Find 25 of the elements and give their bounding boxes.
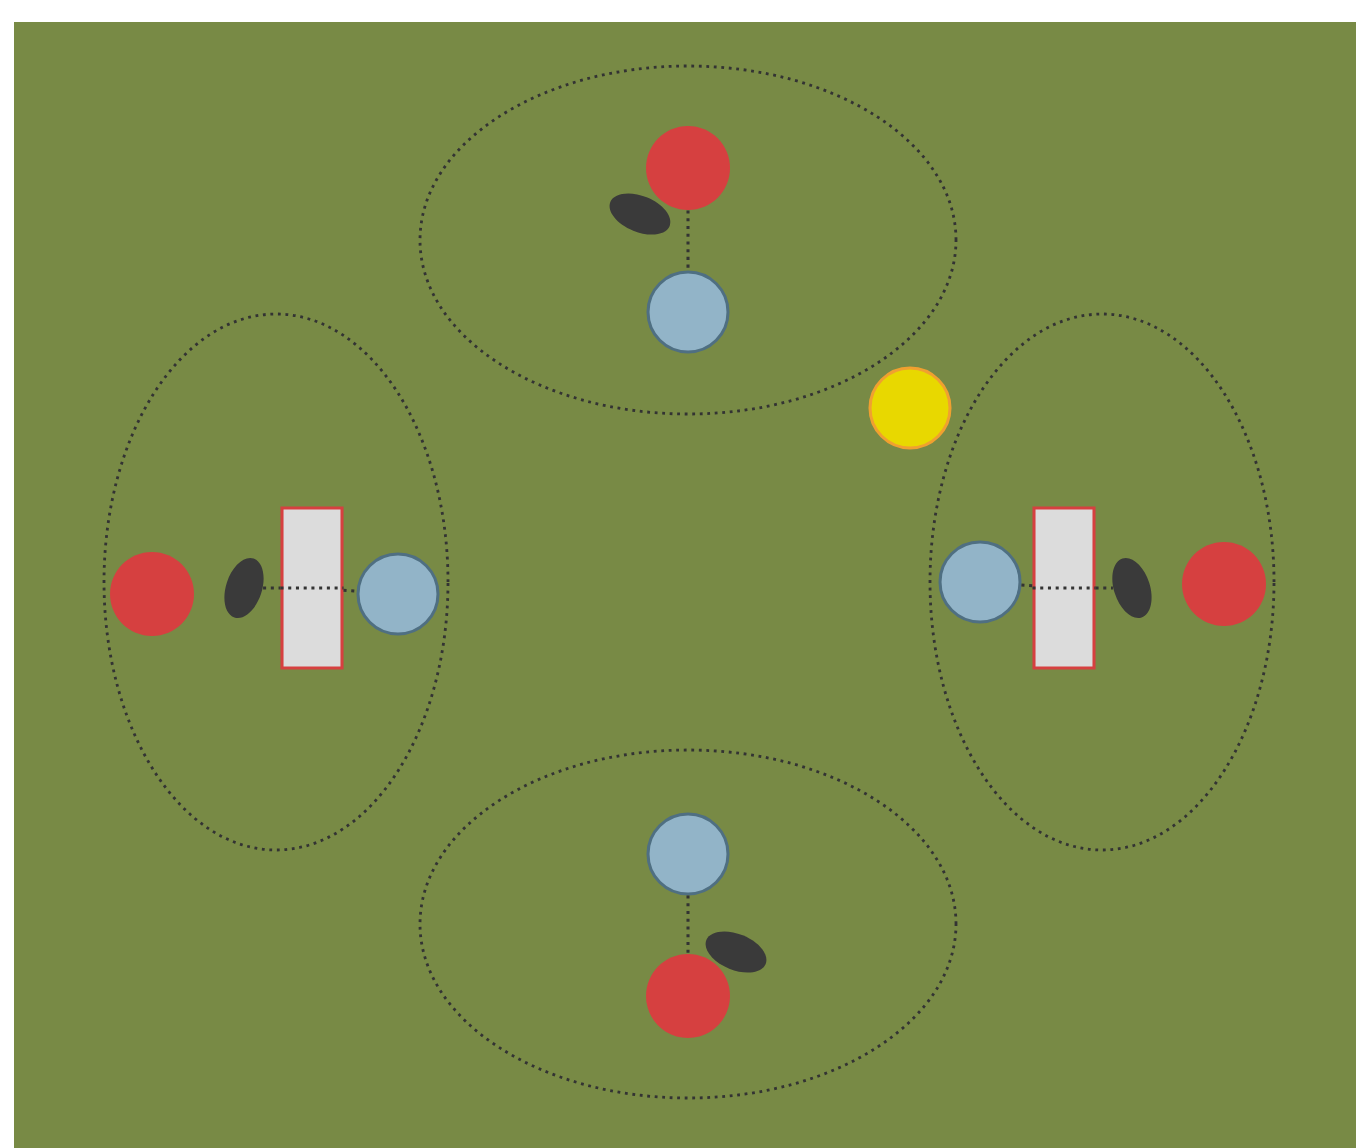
ringed-circle	[868, 366, 952, 450]
connector-line	[1095, 586, 1113, 590]
filled-circle	[1182, 542, 1266, 626]
ringed-circle	[646, 812, 730, 896]
connector-line	[686, 210, 690, 271]
ringed-circle	[356, 552, 440, 636]
connector-line	[263, 586, 281, 590]
filled-circle	[110, 552, 194, 636]
group-outline	[418, 64, 958, 416]
connector-line	[343, 588, 357, 593]
connector-line	[686, 895, 690, 954]
upright-bar	[280, 506, 344, 670]
oval-blob	[224, 558, 264, 618]
oval-blob	[609, 193, 671, 235]
connector-line	[1021, 583, 1033, 588]
upright-bar	[1032, 506, 1096, 670]
ringed-circle	[938, 540, 1022, 624]
ringed-circle	[646, 270, 730, 354]
filled-circle	[646, 126, 730, 210]
oval-blob	[705, 931, 767, 973]
filled-circle	[646, 954, 730, 1038]
group-outline	[418, 748, 958, 1100]
oval-blob	[1112, 558, 1152, 618]
group-outline	[928, 312, 1276, 852]
group-outline	[102, 312, 450, 852]
